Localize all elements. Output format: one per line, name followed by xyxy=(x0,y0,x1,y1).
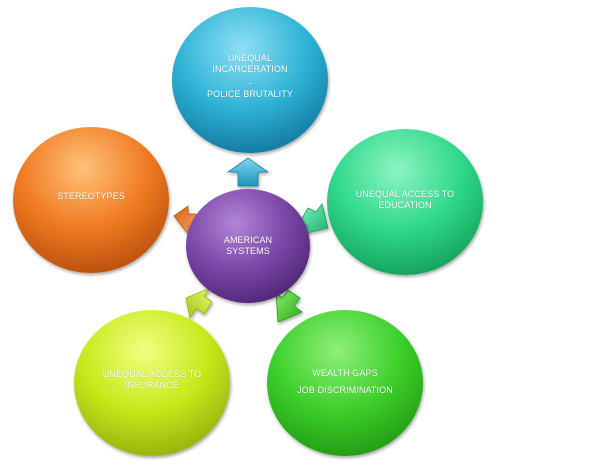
arrow-to-incarceration xyxy=(226,157,270,187)
node-stereotypes-circle xyxy=(13,127,169,273)
node-wealth-circle xyxy=(267,310,423,456)
center-circle xyxy=(186,189,310,303)
node-incarceration-circle xyxy=(172,7,328,153)
arrow-to-insurance xyxy=(185,287,213,320)
node-insurance-circle xyxy=(74,310,230,456)
node-education-circle xyxy=(327,129,483,275)
